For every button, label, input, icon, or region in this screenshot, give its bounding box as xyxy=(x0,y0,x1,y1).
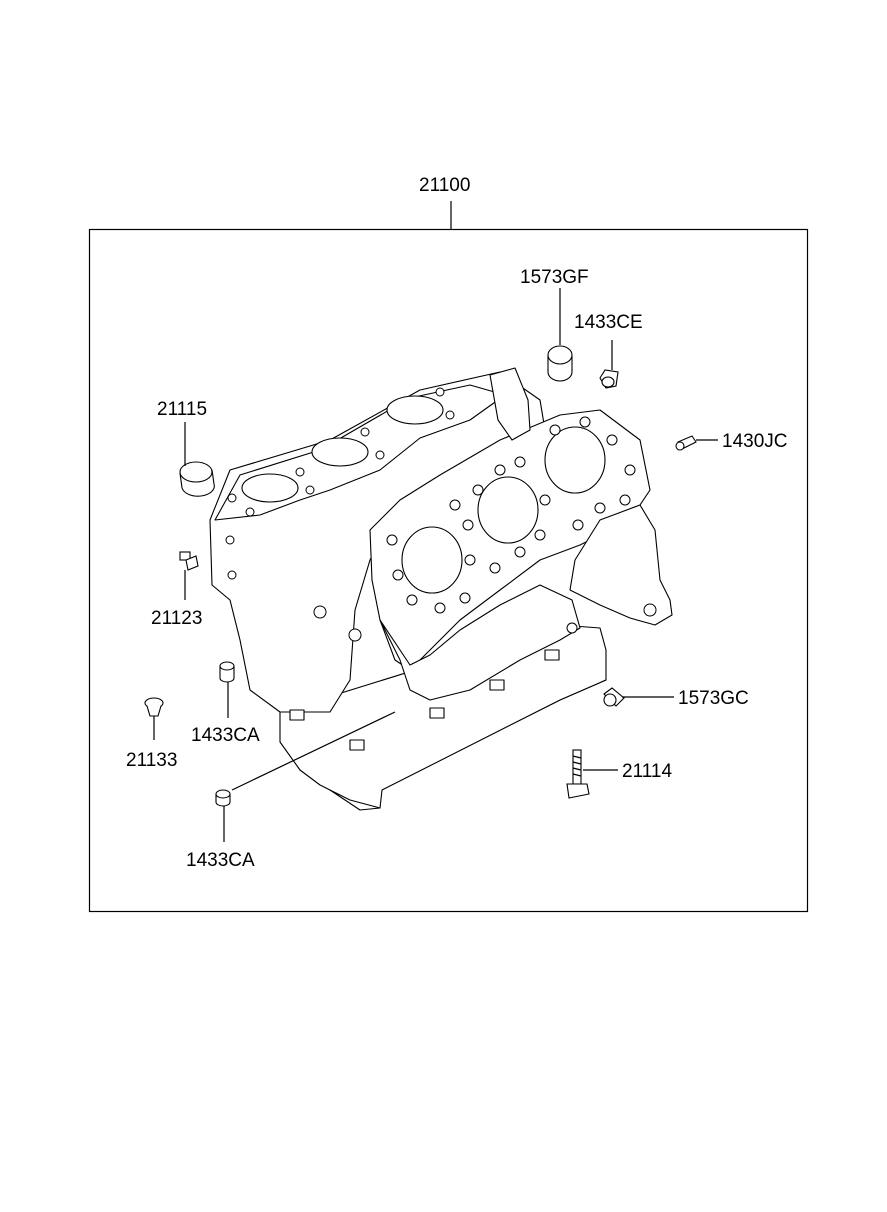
part-21114[interactable] xyxy=(566,749,590,799)
label-21133: 21133 xyxy=(126,750,177,771)
head-bolt-holes-right xyxy=(386,416,636,614)
cylinder-bore-left-1 xyxy=(241,473,299,503)
main-bearing-bosses xyxy=(289,603,657,751)
head-bolt-holes-left xyxy=(225,387,455,580)
label-1573GF: 1573GF xyxy=(520,267,589,288)
label-1433CE: 1433CE xyxy=(574,312,643,333)
rear-boss xyxy=(489,367,531,441)
part-1433CA-upper[interactable] xyxy=(219,661,235,683)
right-end-plate xyxy=(569,504,673,626)
part-1433CE[interactable] xyxy=(599,369,619,389)
cylinder-bore-left-3 xyxy=(386,395,444,425)
cylinder-bore-right-1 xyxy=(401,526,463,594)
cylinder-bore-right-2 xyxy=(477,476,539,544)
part-21133[interactable] xyxy=(144,697,164,717)
leader-1433CA-lower-to-block xyxy=(231,711,396,791)
part-21115[interactable] xyxy=(179,461,215,497)
engine-block xyxy=(209,367,673,811)
right-skirt xyxy=(379,584,581,701)
cylinder-bore-right-3 xyxy=(544,426,606,494)
label-21114: 21114 xyxy=(622,761,672,782)
assembly-label-21100: 21100 xyxy=(419,175,470,196)
label-1433CA-lower: 1433CA xyxy=(186,850,255,871)
cylinder-bore-left-2 xyxy=(311,437,369,467)
label-21123: 21123 xyxy=(151,608,202,629)
part-1573GC[interactable] xyxy=(603,687,625,707)
label-21115: 21115 xyxy=(157,399,207,420)
label-1430JC: 1430JC xyxy=(722,431,788,452)
assembly-frame xyxy=(88,228,809,913)
label-1433CA-upper: 1433CA xyxy=(191,725,260,746)
part-1573GF[interactable] xyxy=(547,345,573,382)
part-1430JC[interactable] xyxy=(675,435,697,451)
label-1573GC: 1573GC xyxy=(678,688,749,709)
oil-pan-flange xyxy=(299,679,607,809)
part-21123[interactable] xyxy=(179,551,199,571)
part-1433CA-lower[interactable] xyxy=(215,789,231,807)
